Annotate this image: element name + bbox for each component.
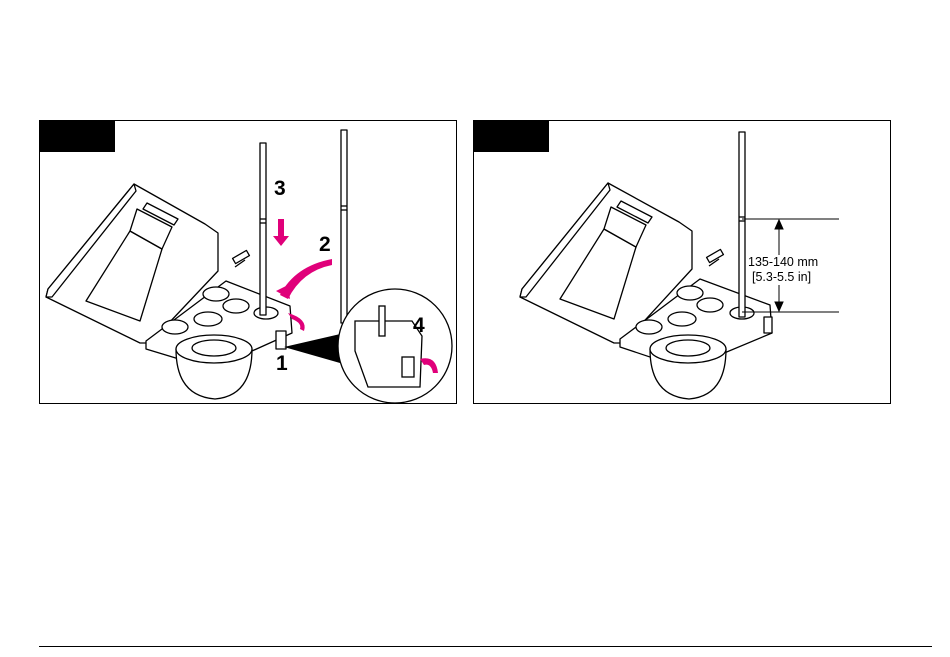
footer-rule — [39, 646, 932, 647]
callout-2: 2 — [319, 234, 331, 255]
dimension-imperial: [5.3-5.5 in] — [750, 270, 813, 285]
callout-1: 1 — [276, 353, 288, 374]
callout-3: 3 — [274, 178, 286, 199]
dimension-metric: 135-140 mm — [746, 255, 820, 270]
support-rod — [341, 130, 347, 323]
support-rod-installed — [260, 143, 266, 315]
figure-2-panel: 135-140 mm [5.3-5.5 in] — [473, 120, 891, 404]
support-rod-installed — [739, 132, 745, 317]
figure-1-illustration — [40, 121, 457, 404]
figure-2-illustration — [474, 121, 891, 404]
callout-4: 4 — [413, 315, 425, 336]
figure-1-panel: 3 2 1 4 — [39, 120, 457, 404]
